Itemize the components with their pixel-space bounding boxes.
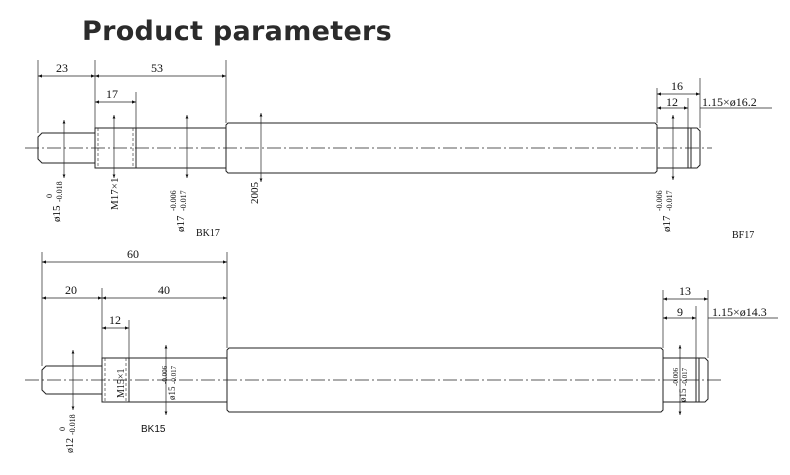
dim-12: 12 <box>109 313 121 327</box>
label-bk15: BK15 <box>141 424 166 435</box>
label-bk17: BK17 <box>196 228 220 239</box>
screw-body <box>226 347 664 413</box>
svg-text:-0.017: -0.017 <box>179 190 188 211</box>
journal-right <box>663 357 709 403</box>
dim-12: 12 <box>666 95 678 109</box>
svg-text:0: 0 <box>45 194 54 198</box>
svg-text:ø15: ø15 <box>167 386 177 400</box>
svg-text:ø15: ø15 <box>678 388 688 402</box>
thread-label: M17×1 <box>109 178 121 210</box>
length-2005: 2005 <box>249 182 261 205</box>
dim-53: 53 <box>151 61 163 75</box>
svg-text:-0.006: -0.006 <box>655 190 664 211</box>
svg-text:ø15: ø15 <box>51 205 63 222</box>
dim-40: 40 <box>158 283 170 297</box>
dia15-label: ø15 0 -0.018 <box>45 181 64 222</box>
label-bf17: BF17 <box>732 230 754 241</box>
dia15-label-left: ø15 -0.006 -0.017 <box>161 365 178 400</box>
svg-text:-0.017: -0.017 <box>665 190 674 211</box>
groove-spec: 1.15×ø14.3 <box>712 305 767 319</box>
svg-text:ø12: ø12 <box>65 438 76 453</box>
dim-9: 9 <box>677 305 683 319</box>
dim-17: 17 <box>106 87 118 101</box>
dim-16: 16 <box>671 79 683 93</box>
svg-text:0: 0 <box>58 427 67 431</box>
svg-text:-0.018: -0.018 <box>55 181 64 202</box>
dim-13: 13 <box>679 284 691 298</box>
svg-text:-0.006: -0.006 <box>672 367 680 386</box>
svg-text:-0.006: -0.006 <box>169 190 178 211</box>
dia17-label-left: ø17 -0.006 -0.017 <box>169 190 188 232</box>
svg-text:-0.018: -0.018 <box>68 414 77 435</box>
groove-spec: 1.15×ø16.2 <box>702 95 757 109</box>
page-title: Product parameters <box>82 16 393 47</box>
svg-text:-0.017: -0.017 <box>681 367 689 386</box>
thread-label: M15×1 <box>116 368 127 398</box>
dia12-label: ø12 0 -0.018 <box>58 414 77 453</box>
screw-body <box>225 122 658 174</box>
svg-text:-0.006: -0.006 <box>161 365 169 384</box>
dim-60: 60 <box>127 247 139 261</box>
dim-20: 20 <box>65 283 77 297</box>
svg-text:-0.017: -0.017 <box>170 365 178 384</box>
dia15-label-right: ø15 -0.006 -0.017 <box>672 367 689 402</box>
journal-right <box>657 127 701 169</box>
shaft-bk17 <box>25 60 772 182</box>
svg-text:ø17: ø17 <box>661 215 673 232</box>
shaft-bk15 <box>25 252 778 415</box>
svg-text:ø17: ø17 <box>175 215 187 232</box>
dim-23: 23 <box>56 61 68 75</box>
dia17-label-right: ø17 -0.006 -0.017 <box>655 190 674 232</box>
